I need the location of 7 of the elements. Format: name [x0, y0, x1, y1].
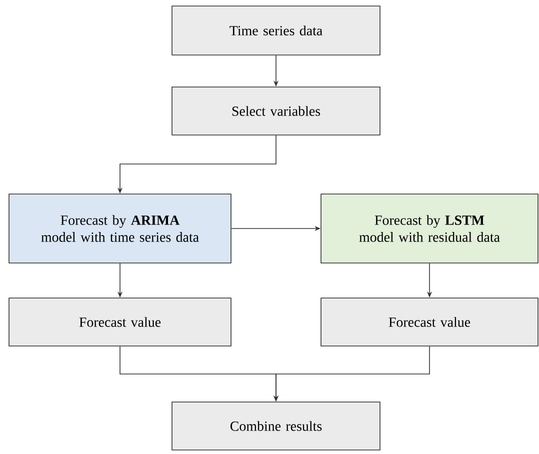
process-box: Select variables — [172, 86, 380, 136]
model-box: Forecast by LSTM model with residual data — [320, 194, 538, 264]
process-box: Forecast value — [8, 298, 232, 346]
process-box: Combine results — [172, 402, 380, 450]
model-box: Forecast by ARIMA model with time series data — [8, 194, 232, 264]
process-box: Forecast value — [320, 298, 538, 346]
process-box: Time series data — [172, 6, 380, 56]
